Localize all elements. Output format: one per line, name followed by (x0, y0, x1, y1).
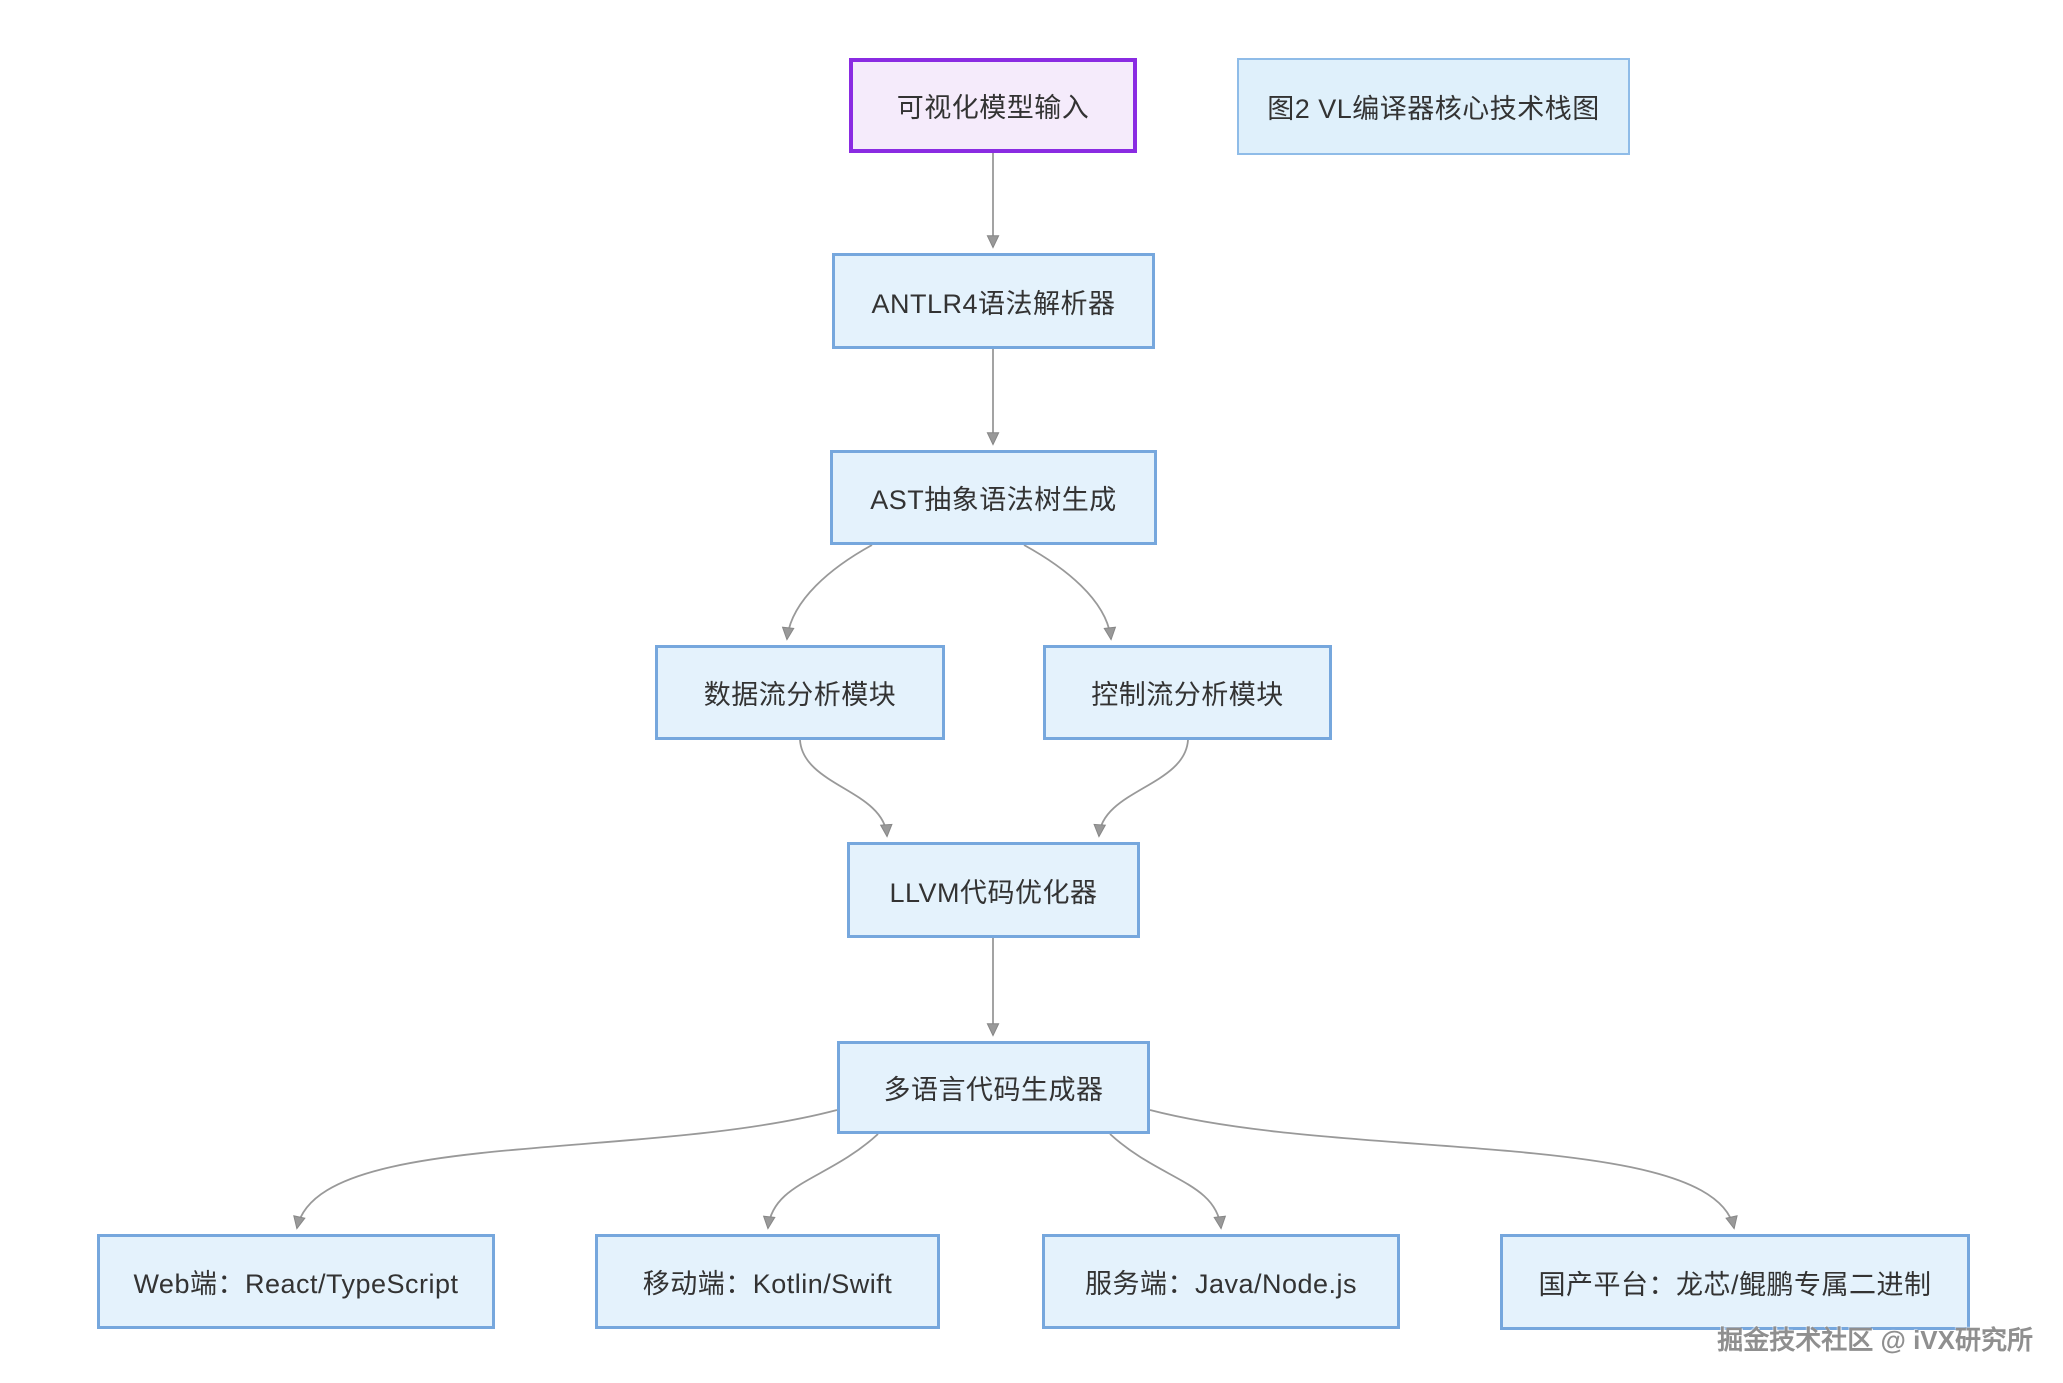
node-controlflow-analysis: 控制流分析模块 (1043, 645, 1332, 740)
node-multilang-codegen: 多语言代码生成器 (837, 1041, 1150, 1134)
node-ast-generation: AST抽象语法树生成 (830, 450, 1157, 545)
node-label: 可视化模型输入 (896, 93, 1090, 123)
caption-label: 图2 VL编译器核心技术栈图 (1267, 94, 1600, 124)
node-web-target: Web端：React/TypeScript (97, 1234, 495, 1329)
node-domestic-platform-target: 国产平台：龙芯/鲲鹏专属二进制 (1500, 1234, 1970, 1330)
edge-codegen-web (293, 1109, 838, 1230)
node-label: 移动端：Kotlin/Swift (642, 1269, 893, 1299)
node-antlr4-parser: ANTLR4语法解析器 (832, 253, 1155, 349)
node-label: 数据流分析模块 (703, 680, 897, 710)
node-label: 多语言代码生成器 (883, 1075, 1104, 1105)
node-label: ANTLR4语法解析器 (871, 288, 1116, 319)
edge-ast-dataflow (781, 544, 873, 641)
diagram-caption: 图2 VL编译器核心技术栈图 (1237, 58, 1630, 155)
node-label: AST抽象语法树生成 (870, 485, 1117, 515)
node-visual-model-input: 可视化模型输入 (849, 58, 1137, 153)
edge-codegen-mobile (762, 1133, 879, 1230)
node-dataflow-analysis: 数据流分析模块 (655, 645, 945, 740)
node-llvm-optimizer: LLVM代码优化器 (847, 842, 1140, 938)
node-label: LLVM代码优化器 (889, 877, 1098, 908)
node-label: 控制流分析模块 (1091, 680, 1284, 710)
edge-controlflow-llvm (1093, 739, 1189, 838)
node-label: 服务端：Java/Node.js (1084, 1269, 1358, 1299)
node-mobile-target: 移动端：Kotlin/Swift (595, 1234, 940, 1329)
edge-dataflow-llvm (799, 739, 893, 838)
edge-codegen-server (1109, 1133, 1227, 1230)
watermark: 掘金技术社区 @ iVX研究所 (1717, 1325, 2033, 1355)
node-label: Web端：React/TypeScript (133, 1269, 459, 1299)
edge-ast-controlflow (1023, 544, 1117, 641)
node-label: 国产平台：龙芯/鲲鹏专属二进制 (1538, 1269, 1932, 1300)
edge-codegen-domestic (1149, 1109, 1738, 1230)
node-server-target: 服务端：Java/Node.js (1042, 1234, 1400, 1329)
